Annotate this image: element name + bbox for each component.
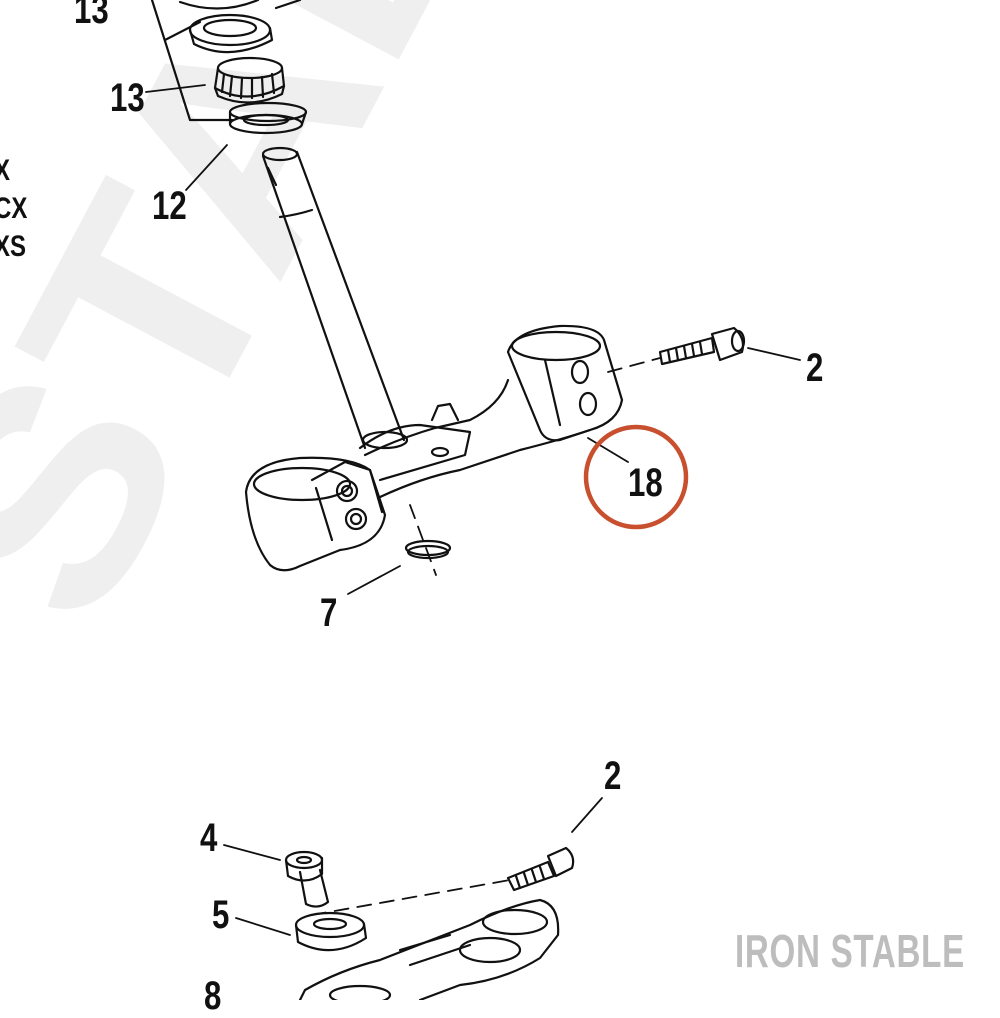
pinch-bolt-upper-part [658, 326, 746, 366]
lower-clamp-part [298, 898, 560, 1000]
socket-bolt-part [284, 850, 330, 908]
group-bracket [150, 0, 234, 122]
pinch-bolt-lower-part [506, 846, 575, 892]
callout-8-clamp: 8 [204, 974, 222, 1018]
washer-part [294, 911, 368, 952]
side-code-label: XS [0, 230, 27, 263]
assembly-center-lines [311, 357, 661, 916]
callout-13-top: 13 [74, 0, 109, 32]
side-code-label: X [0, 156, 10, 186]
highlight-circle [583, 424, 689, 530]
callout-7-circlip: 7 [320, 591, 338, 635]
callout-12-seal: 12 [152, 184, 187, 228]
callout-2-lower-bolt: 2 [604, 754, 622, 798]
upper-race-part [178, 0, 302, 54]
lower-yoke-part [244, 324, 624, 572]
callout-4-bolt: 4 [200, 816, 218, 860]
side-code-label: CX [0, 192, 28, 225]
leader-lines [145, 84, 801, 936]
callout-5-washer: 5 [212, 893, 230, 937]
tapered-bearing-part [213, 56, 286, 104]
callout-13-bearing: 13 [110, 76, 145, 120]
callout-18-yoke: 18 [628, 461, 663, 505]
brand-watermark: IRON STABLE [735, 925, 965, 977]
steering-stem-part [261, 146, 406, 450]
seal-ring-part [228, 101, 308, 135]
callout-2-upper-bolt: 2 [806, 346, 824, 390]
